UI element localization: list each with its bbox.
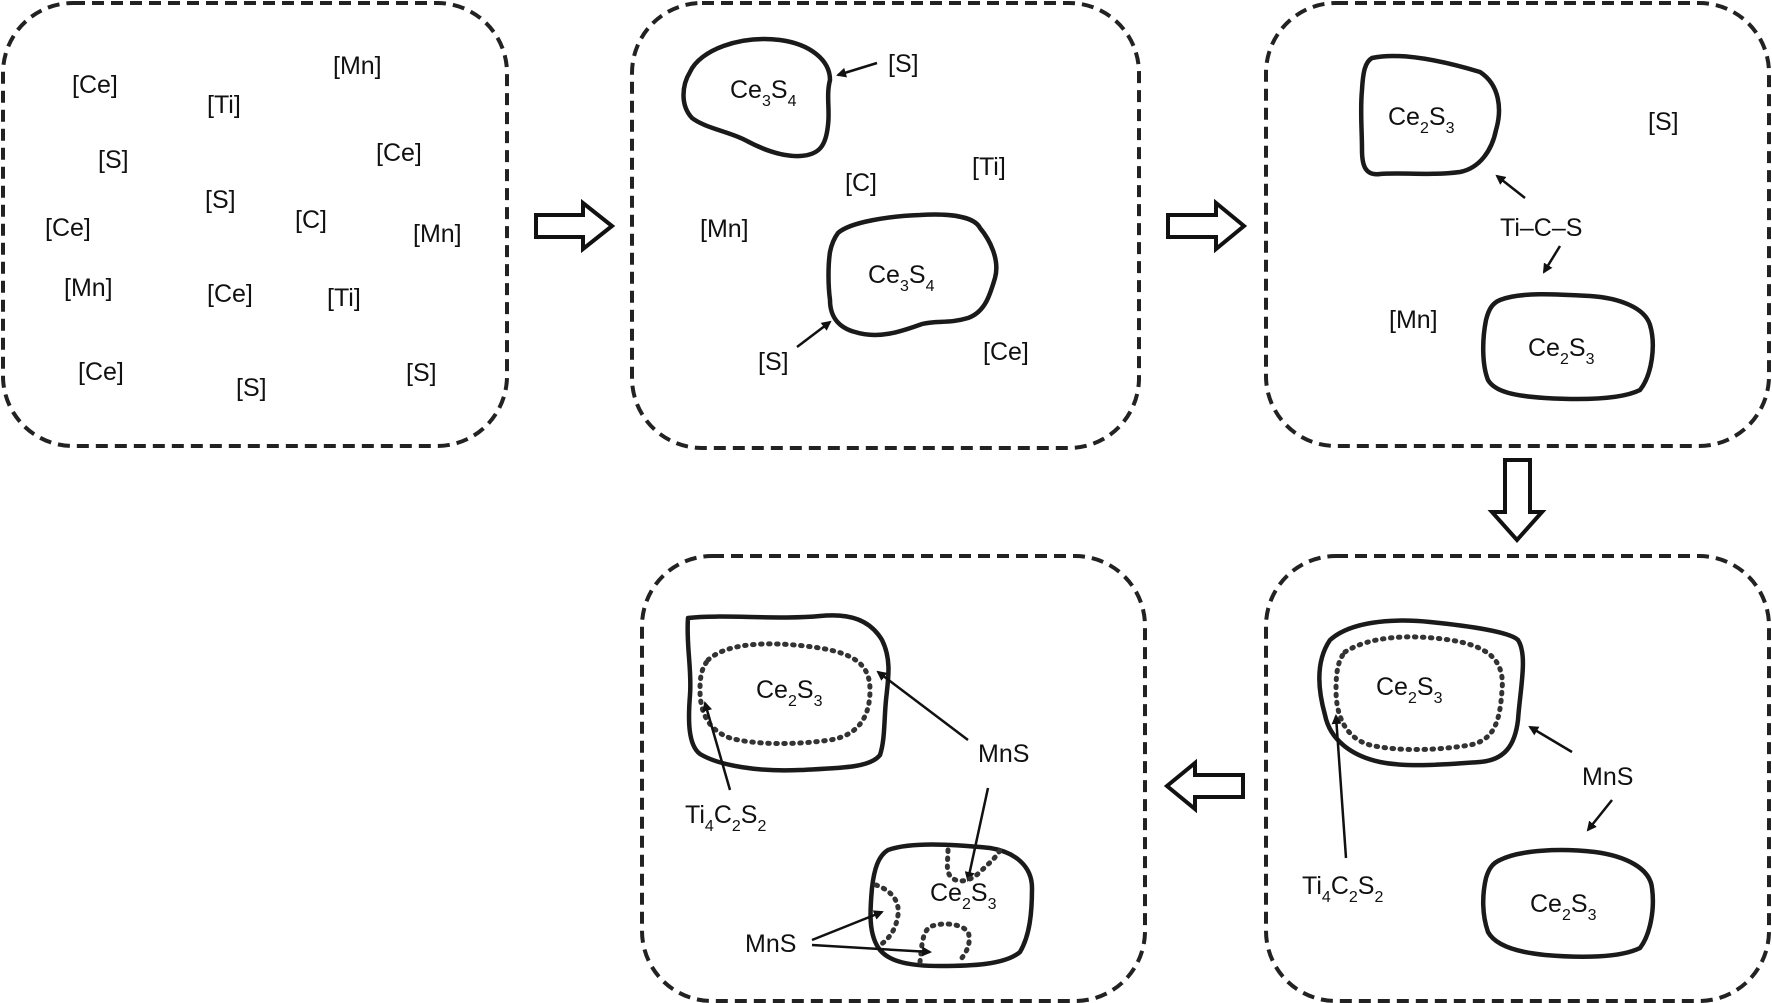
ti4c2s2-label: Ti4C2S2 [1302, 872, 1383, 906]
arrow-s-to-particle-top [836, 61, 878, 78]
flow-arrow-left [1163, 758, 1245, 814]
ce3s4-particle-bottom [826, 212, 999, 338]
panel-4-mns-precipitation: Ce2S3 MnS Ti4C2S2 Ce2S3 [1264, 554, 1771, 1003]
element-label: [S] [758, 348, 789, 376]
flow-arrow-down [1487, 458, 1547, 544]
mns-patch-upper [944, 847, 1003, 884]
mns-label-top: MnS [978, 740, 1029, 768]
ce2s3-particle-top [1358, 53, 1502, 177]
arrow-mns-to-left-patch [811, 910, 884, 942]
flow-arrow-right-2 [1166, 198, 1248, 254]
formula-ce2s3-top: Ce2S3 [1376, 673, 1443, 707]
element-label: [Ce] [45, 214, 91, 242]
arrow-mns-to-bottom [1586, 799, 1613, 832]
element-label: [Ti] [207, 91, 241, 119]
formula-ce3s4-bottom: Ce3S4 [868, 261, 935, 295]
flow-arrow-right-1 [534, 198, 616, 254]
ce3s4-particle-top [681, 36, 833, 159]
ti-c-s-complex: Ti–C–S [1500, 214, 1582, 242]
element-label: [Mn] [413, 220, 462, 248]
element-label: [Ce] [983, 338, 1029, 366]
panel-5-border [640, 554, 1147, 1003]
panel-4-border [1264, 554, 1771, 1003]
formula-ce2s3-bottom: Ce2S3 [930, 879, 997, 913]
panel-2-border [630, 1, 1141, 450]
arrow-ti4c2s2-to-layer [1331, 714, 1348, 859]
particle-top-outline [685, 613, 891, 773]
arrow-mns-to-top-particle [876, 670, 969, 741]
particle-top-outline [1317, 618, 1526, 768]
element-label: [Ce] [207, 280, 253, 308]
element-label: [Ce] [78, 358, 124, 386]
mns-label-bottom: MnS [745, 930, 796, 958]
panel-5-composite-inclusions: Ce2S3 Ti4C2S2 MnS Ce2S3 MnS [640, 554, 1147, 1003]
formula-ce2s3-bottom: Ce2S3 [1528, 334, 1595, 368]
formula-ce2s3-top: Ce2S3 [1388, 103, 1455, 137]
element-label: [S] [205, 186, 236, 214]
element-label: [Ti] [972, 153, 1006, 181]
element-label: [S] [1648, 108, 1679, 136]
panel-3-ce2s3-transformation: Ce2S3 [S] Ti–C–S [Mn] Ce2S3 [1264, 1, 1771, 448]
arrow-mns-to-bottom-particle [964, 787, 990, 882]
ce2s3-particle-bottom [1481, 291, 1655, 402]
element-label: [Mn] [333, 52, 382, 80]
arrow-complex-to-top [1495, 174, 1526, 199]
arrow-s-to-particle-bottom [796, 320, 832, 348]
ti4c2s2-layer-top [697, 641, 873, 747]
formula-ce2s3-top: Ce2S3 [756, 676, 823, 710]
element-label: [S] [236, 374, 267, 402]
ti4c2s2-label: Ti4C2S2 [685, 801, 766, 835]
mns-patch-bottom [917, 921, 972, 965]
panel-1-dissolved-elements: [Ce] [Ti] [Mn] [S] [Ce] [S] [C] [Ce] [Mn… [1, 1, 509, 448]
element-label: [Mn] [1389, 306, 1438, 334]
formula-ce3s4-top: Ce3S4 [730, 76, 797, 110]
arrow-complex-to-bottom [1542, 245, 1562, 274]
mns-label: MnS [1582, 763, 1633, 791]
element-label: [S] [98, 146, 129, 174]
mns-patch-left [873, 882, 901, 948]
element-label: [S] [888, 50, 919, 78]
ti4c2s2-layer-top [1333, 634, 1505, 753]
panel-2-ce3s4-formation: Ce3S4 [S] [C] [Ti] [Mn] Ce3S4 [S] [Ce] [630, 1, 1141, 450]
particle-bottom-outline [868, 842, 1035, 969]
element-label: [Ti] [327, 284, 361, 312]
element-label: [Mn] [64, 274, 113, 302]
arrow-mns-to-bottom-patch [811, 943, 932, 957]
panel-3-border [1264, 1, 1771, 448]
element-label: [Ce] [376, 139, 422, 167]
arrow-ti4c2s2-to-layer [702, 701, 732, 791]
ce2s3-particle-bottom [1481, 847, 1656, 959]
element-label: [C] [295, 206, 327, 234]
element-label: [S] [406, 359, 437, 387]
element-label: [C] [845, 169, 877, 197]
formula-ce2s3-bottom: Ce2S3 [1530, 890, 1597, 924]
element-label: [Mn] [700, 215, 749, 243]
arrow-mns-to-top [1528, 725, 1573, 754]
panel-1-border [1, 1, 509, 448]
element-label: [Ce] [72, 71, 118, 99]
